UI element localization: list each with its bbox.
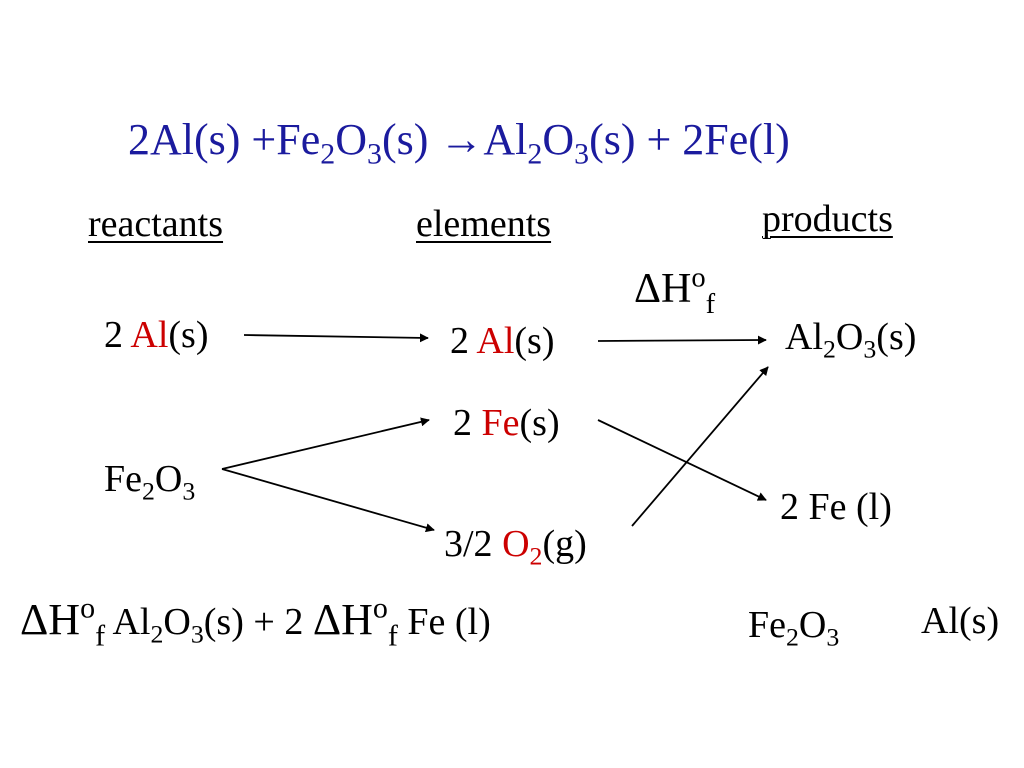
header-reactants: reactants xyxy=(88,203,224,245)
arrow-elements-to-al2o3 xyxy=(597,335,767,345)
element-o2-symbol: O xyxy=(502,523,530,565)
bottom-al2o3-al: Al xyxy=(105,601,151,643)
bottom-al2o3-state: (s) xyxy=(203,601,254,643)
reactant-al-state: (s) xyxy=(168,314,209,356)
element-fe-symbol: Fe xyxy=(481,402,520,444)
header-elements: elements xyxy=(416,203,552,245)
bottom-coef: 2 xyxy=(274,601,313,643)
arrow-fe2o3-to-o2 xyxy=(221,468,435,533)
bottom-aluminum: Al(s) xyxy=(921,600,1000,642)
element-o2-sub: 2 xyxy=(529,541,543,571)
element-iron: 2 Fe(s) xyxy=(453,404,560,442)
delta-h-symbol: ΔH xyxy=(634,266,692,312)
plus-sign: + xyxy=(253,601,275,643)
element-al-coef: 2 xyxy=(450,320,477,362)
element-aluminum: 2 Al(s) xyxy=(450,322,555,360)
equation-part-1: 2Al(s) +Fe xyxy=(128,115,321,164)
delta-h-symbol: ΔH xyxy=(312,595,373,644)
element-fe-state: (s) xyxy=(519,402,560,444)
element-al-state: (s) xyxy=(514,320,555,362)
delta-h-formation-label: ΔHof xyxy=(634,264,715,319)
formation-subscript: f xyxy=(705,288,716,320)
element-oxygen: 3/2 O2(g) xyxy=(444,523,587,569)
arrow-al-to-elements xyxy=(243,333,429,343)
equation-part-2: O xyxy=(335,115,367,164)
product-al2o3-state: (s) xyxy=(876,316,917,358)
equation-part-3: (s) xyxy=(381,115,440,164)
equation-part-5: O xyxy=(542,115,575,164)
bottom-fe2o3-fe: Fe xyxy=(748,604,786,646)
element-o2-state: (g) xyxy=(542,523,587,565)
equation-sub: 2 xyxy=(527,137,543,171)
product-al2o3-sub: 3 xyxy=(863,334,877,364)
bottom-fe-liquid: Fe (l) xyxy=(397,601,491,643)
arrow-fe2o3-to-fe xyxy=(221,417,430,470)
bottom-fe2o3-sub: 3 xyxy=(826,622,840,652)
arrow-o2-to-al2o3 xyxy=(631,366,769,527)
product-al2o3-al: Al xyxy=(785,316,823,358)
element-o2-coef: 3/2 xyxy=(444,523,503,565)
product-liquid-iron: 2 Fe (l) xyxy=(780,486,892,528)
arrow-fe-to-liquid-fe xyxy=(597,419,767,501)
product-aluminum-oxide: Al2O3(s) xyxy=(785,316,917,362)
product-al2o3-sub: 2 xyxy=(823,334,836,364)
reactant-fe2o3-sub: 2 xyxy=(142,476,155,506)
reactant-fe2o3-fe: Fe xyxy=(104,458,142,500)
equation-part-6: (s) + 2Fe(l) xyxy=(589,115,790,164)
enthalpy-sum-expression: ΔHof Al2O3(s) + 2 ΔHof Fe (l) xyxy=(20,593,491,651)
equation-part-4: Al xyxy=(483,115,528,164)
equation-sub: 2 xyxy=(320,137,336,171)
reactant-fe2o3-o: O xyxy=(154,458,183,500)
delta-h-symbol: ΔH xyxy=(20,595,81,644)
standard-state-superscript: o xyxy=(80,591,96,625)
reactant-iron-oxide: Fe2O3 xyxy=(104,458,195,504)
equation-sub: 3 xyxy=(574,137,590,171)
formation-subscript: f xyxy=(387,619,398,653)
formation-subscript: f xyxy=(95,619,106,653)
reaction-arrow-icon: → xyxy=(439,115,484,164)
element-al-symbol: Al xyxy=(476,320,515,362)
reactant-al-coef: 2 xyxy=(104,314,131,356)
reaction-equation: 2Al(s) +Fe2O3(s) →Al2O3(s) + 2Fe(l) xyxy=(128,115,790,170)
reactant-al-symbol: Al xyxy=(130,314,169,356)
bottom-al2o3-sub: 3 xyxy=(190,619,204,649)
standard-state-superscript: o xyxy=(372,591,388,625)
bottom-al2o3-o: O xyxy=(163,601,191,643)
bottom-fe2o3-o: O xyxy=(798,604,827,646)
header-products: products xyxy=(762,198,893,240)
standard-state-superscript: o xyxy=(691,262,706,294)
reactant-aluminum: 2 Al(s) xyxy=(104,316,209,354)
product-al2o3-o: O xyxy=(835,316,864,358)
bottom-al2o3-sub: 2 xyxy=(150,619,164,649)
element-fe-coef: 2 xyxy=(453,402,482,444)
bottom-iron-oxide: Fe2O3 xyxy=(748,604,839,650)
bottom-fe2o3-sub: 2 xyxy=(786,622,799,652)
reactant-fe2o3-sub: 3 xyxy=(182,476,196,506)
equation-sub: 3 xyxy=(366,137,382,171)
